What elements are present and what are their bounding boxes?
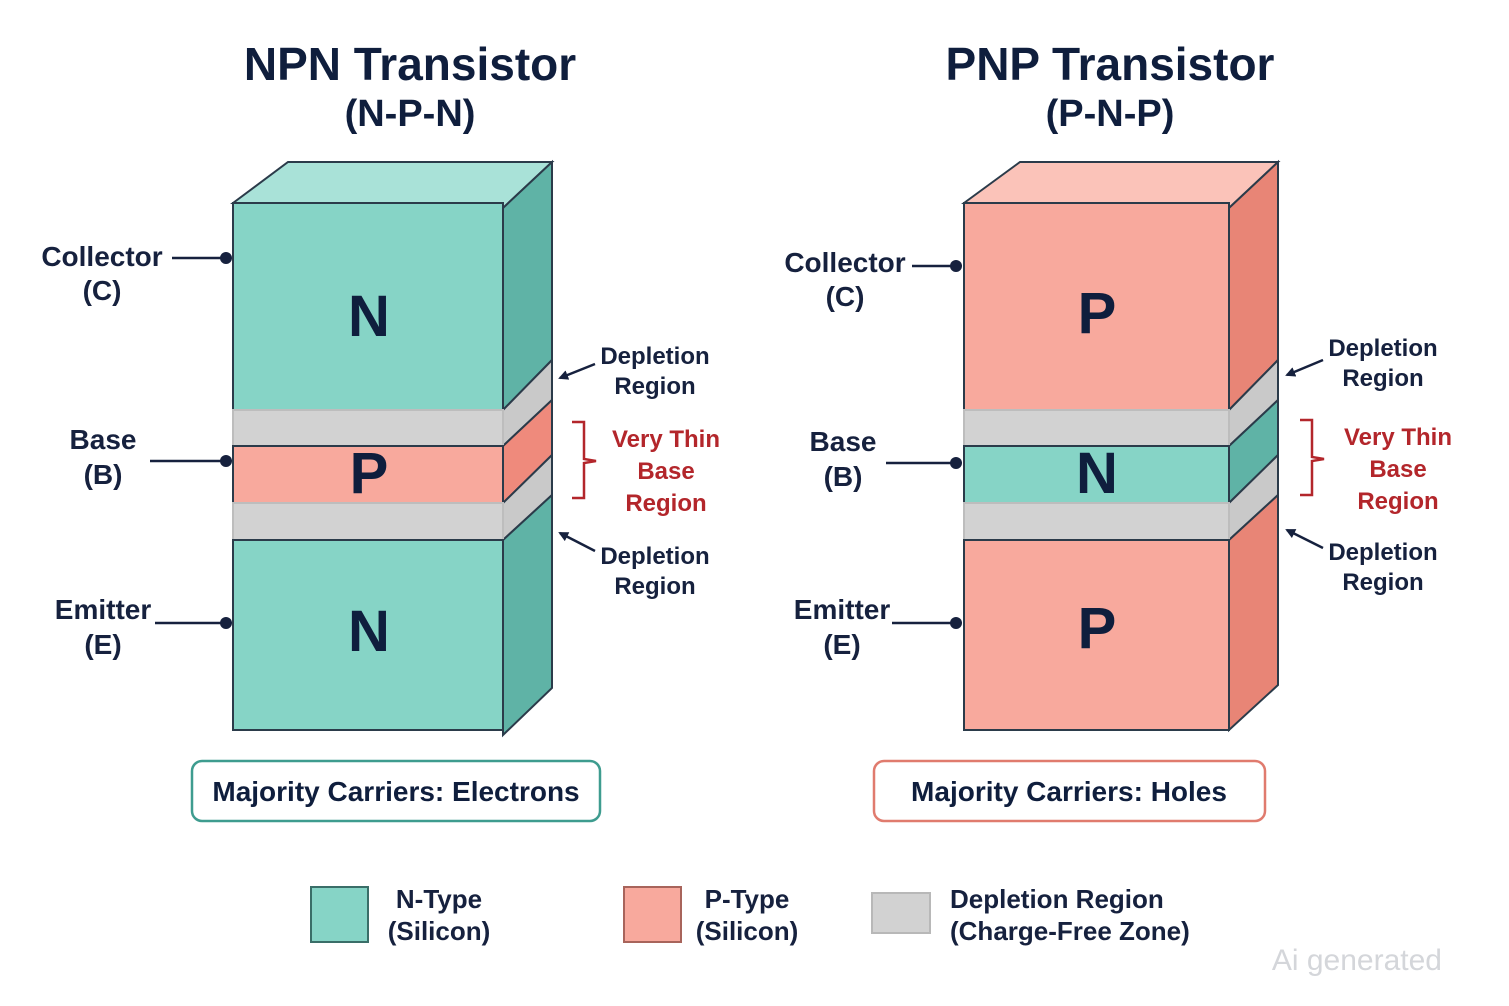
pnp-depletion-lower bbox=[963, 502, 1230, 541]
legend-n-type-swatch bbox=[310, 886, 369, 943]
npn-depletion-upper-annotation: Depletion Region bbox=[558, 343, 710, 400]
npn-collector-terminal: Collector (C) bbox=[41, 241, 232, 306]
npn-thin-base-line1: Very Thin bbox=[612, 426, 720, 453]
watermark: Ai generated bbox=[1272, 944, 1442, 977]
npn-emitter-abbr: (E) bbox=[84, 629, 121, 660]
pnp-depletion-lower-line1: Depletion bbox=[1328, 539, 1437, 566]
pnp-thin-base-annotation: Very Thin Base Region bbox=[1300, 418, 1452, 515]
pnp-depletion-upper-line2: Region bbox=[1342, 365, 1423, 392]
pnp-thin-base-line3: Region bbox=[1357, 488, 1438, 515]
pnp-thin-base-line1: Very Thin bbox=[1344, 424, 1452, 451]
pnp-thin-base-bracket bbox=[1300, 418, 1325, 497]
legend-depletion-line1: Depletion Region bbox=[950, 884, 1164, 914]
pnp-thin-base-line2: Base bbox=[1369, 456, 1426, 483]
npn-base-dot bbox=[220, 455, 232, 467]
npn-depletion-lower-annotation: Depletion Region bbox=[558, 531, 710, 600]
npn-base-layer-label: P bbox=[350, 441, 389, 506]
legend-depletion-line2: (Charge-Free Zone) bbox=[950, 916, 1190, 946]
pnp-emitter-abbr: (E) bbox=[823, 629, 860, 660]
pnp-base-terminal: Base (B) bbox=[810, 426, 962, 492]
pnp-depletion-lower-arrow bbox=[1285, 528, 1324, 550]
pnp-base-label: Base bbox=[810, 426, 877, 457]
pnp-top-face bbox=[961, 161, 1281, 210]
npn-depletion-upper bbox=[232, 409, 504, 447]
npn-base-abbr: (B) bbox=[84, 459, 123, 490]
npn-thin-base-line3: Region bbox=[625, 490, 706, 517]
npn-depletion-lower-line2: Region bbox=[614, 573, 695, 600]
npn-emitter-layer bbox=[232, 539, 504, 731]
pnp-subtitle: (P-N-P) bbox=[1046, 93, 1175, 135]
npn-thin-base-annotation: Very Thin Base Region bbox=[572, 420, 720, 517]
npn-depletion-upper-arrow bbox=[558, 362, 596, 380]
npn-depletion-lower-arrow bbox=[558, 531, 596, 553]
npn-emitter-label: Emitter bbox=[55, 594, 152, 625]
npn-emitter-layer-label: N bbox=[348, 599, 390, 664]
legend-p-type-line2: (Silicon) bbox=[696, 916, 799, 946]
npn-emitter-terminal: Emitter (E) bbox=[55, 594, 232, 660]
npn-top-face bbox=[230, 161, 555, 210]
legend: N-Type (Silicon) P-Type (Silicon) Deplet… bbox=[310, 884, 1190, 946]
pnp-collector-terminal: Collector (C) bbox=[784, 247, 962, 312]
pnp-base-dot bbox=[950, 457, 962, 469]
npn-emitter-dot bbox=[220, 617, 232, 629]
npn-carriers-text: Majority Carriers: Electrons bbox=[212, 776, 579, 807]
pnp-collector-label: Collector bbox=[784, 247, 905, 278]
npn-thin-base-bracket bbox=[572, 420, 597, 500]
pnp-emitter-layer-label: P bbox=[1078, 596, 1117, 661]
npn-base-label: Base bbox=[70, 424, 137, 455]
legend-n-type-line1: N-Type bbox=[396, 884, 482, 914]
npn-collector-abbr: (C) bbox=[83, 275, 122, 306]
npn-collector-layer-label: N bbox=[348, 284, 390, 349]
npn-base-terminal: Base (B) bbox=[70, 424, 232, 490]
pnp-section: PNP Transistor (P-N-P) P N P Collector (… bbox=[784, 38, 1452, 823]
pnp-depletion-upper-arrow bbox=[1285, 358, 1324, 377]
pnp-base-layer-label: N bbox=[1076, 441, 1118, 506]
pnp-base-abbr: (B) bbox=[824, 461, 863, 492]
npn-base-layer bbox=[232, 445, 504, 504]
pnp-depletion-lower-annotation: Depletion Region bbox=[1285, 528, 1438, 596]
pnp-depletion-lower-line2: Region bbox=[1342, 569, 1423, 596]
npn-carriers-box bbox=[190, 759, 602, 823]
npn-depletion-lower bbox=[232, 502, 504, 541]
pnp-emitter-label: Emitter bbox=[794, 594, 891, 625]
pnp-depletion-upper-annotation: Depletion Region bbox=[1285, 335, 1438, 392]
pnp-collector-layer-label: P bbox=[1078, 281, 1117, 346]
pnp-carriers-box bbox=[872, 759, 1267, 823]
legend-p-type-line1: P-Type bbox=[705, 884, 790, 914]
npn-block bbox=[230, 159, 555, 738]
pnp-collector-layer bbox=[963, 202, 1230, 411]
pnp-emitter-terminal: Emitter (E) bbox=[794, 594, 962, 660]
npn-collector-layer bbox=[232, 202, 504, 411]
npn-title: NPN Transistor bbox=[244, 38, 576, 90]
npn-thin-base-line2: Base bbox=[637, 458, 694, 485]
npn-depletion-lower-line1: Depletion bbox=[600, 543, 709, 570]
pnp-carriers-text: Majority Carriers: Holes bbox=[911, 776, 1227, 807]
pnp-depletion-upper bbox=[963, 409, 1230, 447]
legend-p-type-swatch bbox=[623, 886, 682, 943]
pnp-base-layer bbox=[963, 445, 1230, 504]
pnp-collector-abbr: (C) bbox=[826, 281, 865, 312]
legend-depletion-swatch bbox=[871, 892, 931, 934]
npn-depletion-upper-line1: Depletion bbox=[600, 343, 709, 370]
pnp-collector-dot bbox=[950, 260, 962, 272]
npn-collector-label: Collector bbox=[41, 241, 162, 272]
pnp-emitter-layer bbox=[963, 539, 1230, 731]
legend-p-type: P-Type (Silicon) bbox=[623, 884, 799, 946]
pnp-emitter-dot bbox=[950, 617, 962, 629]
legend-depletion: Depletion Region (Charge-Free Zone) bbox=[871, 884, 1190, 946]
legend-n-type: N-Type (Silicon) bbox=[310, 884, 491, 946]
npn-depletion-upper-line2: Region bbox=[614, 373, 695, 400]
legend-n-type-line2: (Silicon) bbox=[388, 916, 491, 946]
npn-collector-dot bbox=[220, 252, 232, 264]
npn-section: NPN Transistor (N-P-N) N P N Collector (… bbox=[41, 38, 720, 823]
pnp-title: PNP Transistor bbox=[946, 38, 1275, 90]
pnp-depletion-upper-line1: Depletion bbox=[1328, 335, 1437, 362]
npn-subtitle: (N-P-N) bbox=[345, 93, 476, 135]
pnp-block bbox=[961, 159, 1281, 733]
